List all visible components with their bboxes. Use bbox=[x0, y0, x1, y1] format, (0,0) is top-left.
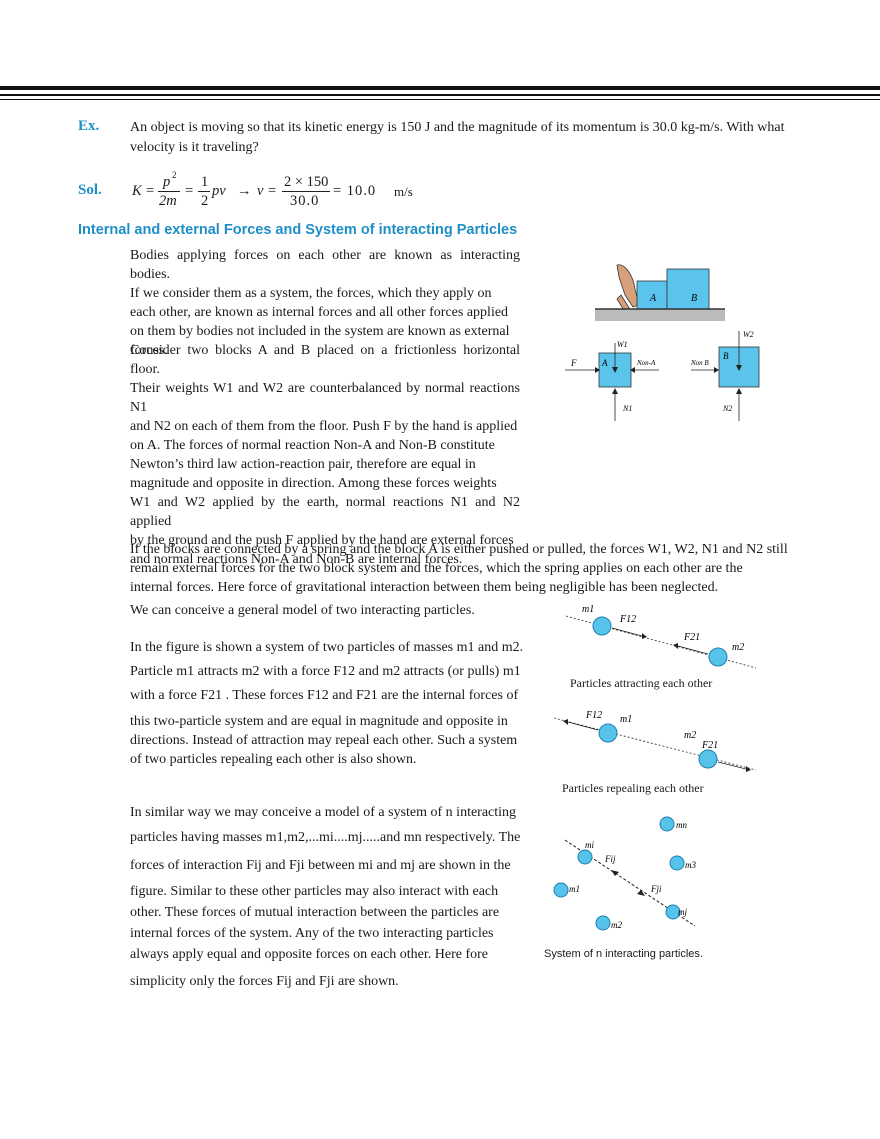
particle-m2-n bbox=[595, 915, 611, 931]
question-line-2: velocity is it traveling? bbox=[130, 140, 259, 155]
svg-text:m2: m2 bbox=[611, 920, 622, 930]
solution-equation: K = p 2 2m = 1 2 pv → v = 2 × 150 30.0 =… bbox=[132, 170, 413, 209]
svg-text:W1: W1 bbox=[617, 340, 628, 349]
eq-den: 30.0 bbox=[290, 193, 320, 209]
block-a-label: A bbox=[649, 293, 657, 304]
eq-num: 2 × 150 bbox=[284, 174, 329, 190]
svg-text:Fij: Fij bbox=[604, 854, 616, 864]
particle-m2-repel bbox=[698, 749, 718, 769]
svg-text:Non-A: Non-A bbox=[636, 359, 656, 367]
eq-k: K bbox=[132, 183, 142, 199]
svg-text:mn: mn bbox=[676, 820, 687, 830]
svg-text:F12: F12 bbox=[585, 710, 602, 721]
svg-text:A: A bbox=[601, 358, 608, 368]
svg-text:mi: mi bbox=[585, 840, 594, 850]
para-two-blocks: Consider two blocks A and B placed on a … bbox=[130, 343, 520, 567]
para-n-particles: In similar way we may conceive a model o… bbox=[130, 805, 521, 989]
question-line-1: An object is moving so that its kinetic … bbox=[130, 120, 785, 135]
section-heading: Internal and external Forces and System … bbox=[78, 222, 518, 238]
header-rule-thick bbox=[0, 86, 880, 90]
eq-unit: m/s bbox=[394, 184, 413, 199]
para-spring: If the blocks are connected by a spring … bbox=[130, 542, 788, 595]
particle-m3 bbox=[669, 855, 685, 871]
svg-text:B: B bbox=[723, 351, 729, 361]
header-rule-thin bbox=[0, 94, 880, 96]
floor bbox=[595, 309, 725, 321]
svg-text:m2: m2 bbox=[732, 642, 744, 653]
hand-icon bbox=[616, 264, 640, 308]
blocks-figure: A B A W1 F Non-A N1 B W2 Non B N2 bbox=[565, 264, 760, 421]
attracting-figure: m1 F12 F21 m2 bbox=[565, 604, 757, 669]
eq-p: p bbox=[163, 174, 171, 190]
block-b-label: B bbox=[691, 293, 697, 304]
particle-mi bbox=[577, 849, 593, 865]
para-two-particles: In the figure is shown a system of two p… bbox=[130, 640, 524, 767]
para-general-model: We can conceive a general model of two i… bbox=[130, 603, 475, 618]
particle-mj bbox=[665, 904, 681, 920]
svg-text:N2: N2 bbox=[722, 404, 732, 413]
svg-text:Non B: Non B bbox=[690, 359, 709, 367]
repelling-figure: F12 m1 m2 F21 bbox=[553, 710, 757, 772]
caption-attracting: Particles attracting each other bbox=[570, 676, 713, 690]
svg-text:F21: F21 bbox=[683, 632, 700, 643]
eq-pv: pv bbox=[212, 183, 226, 199]
svg-text:m3: m3 bbox=[685, 860, 696, 870]
svg-text:N1: N1 bbox=[622, 404, 632, 413]
eq-one: 1 bbox=[201, 174, 209, 190]
ex-label: Ex. bbox=[78, 118, 100, 134]
particle-m1 bbox=[592, 616, 612, 636]
eq-p-exp: 2 bbox=[172, 170, 177, 180]
svg-text:Fji: Fji bbox=[650, 884, 662, 894]
caption-repelling: Particles repealing each other bbox=[562, 781, 704, 795]
block-a bbox=[636, 280, 668, 310]
svg-text:m2: m2 bbox=[684, 730, 696, 741]
para-interacting-bodies: Bodies applying forces on each other are… bbox=[130, 248, 520, 358]
particle-m1-n bbox=[553, 882, 569, 898]
svg-text:mj: mj bbox=[678, 907, 687, 917]
particle-m2 bbox=[708, 647, 728, 667]
svg-text:W2: W2 bbox=[743, 330, 754, 339]
n-particles-figure: mn mi Fij m3 m1 Fji mj m2 bbox=[553, 816, 696, 931]
svg-text:m1: m1 bbox=[582, 604, 594, 615]
sol-label: Sol. bbox=[78, 182, 102, 198]
eq-v: v bbox=[257, 183, 264, 199]
caption-n-particles: System of n interacting particles. bbox=[544, 948, 703, 960]
particle-mn bbox=[659, 816, 675, 832]
svg-text:m1: m1 bbox=[620, 714, 632, 725]
eq-2m: 2m bbox=[159, 193, 177, 209]
svg-text:F12: F12 bbox=[619, 614, 636, 625]
particle-m1-repel bbox=[598, 723, 618, 743]
block-b bbox=[666, 268, 710, 310]
eq-arrow: → bbox=[237, 183, 252, 199]
svg-text:F21: F21 bbox=[701, 740, 718, 751]
eq-two: 2 bbox=[201, 193, 209, 209]
svg-text:F: F bbox=[570, 358, 577, 368]
eq-result: = 10.0 bbox=[333, 183, 377, 199]
header-rule-thin-2 bbox=[0, 99, 880, 100]
svg-text:m1: m1 bbox=[569, 884, 580, 894]
